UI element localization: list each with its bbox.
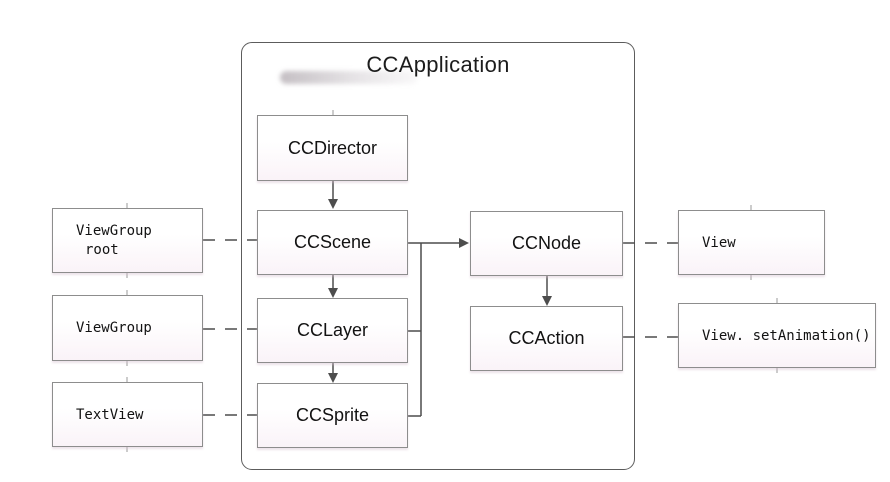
node-ccnode: CCNode xyxy=(470,211,623,276)
node-viewgroup: ViewGroup xyxy=(52,295,203,361)
scan-smudge-artifact xyxy=(280,71,418,84)
node-viewgroup-root: ViewGroup root xyxy=(52,208,203,273)
node-view-setanimation: View. setAnimation() xyxy=(678,303,876,368)
viewgroup-root-line1: ViewGroup xyxy=(76,222,152,239)
node-ccdirector: CCDirector xyxy=(257,115,408,181)
node-cclayer: CCLayer xyxy=(257,298,408,363)
node-ccnode-label: CCNode xyxy=(511,233,582,253)
node-view: View xyxy=(678,210,825,275)
node-cclayer-label: CCLayer xyxy=(296,320,369,340)
ccapplication-container xyxy=(241,42,635,470)
node-ccsprite-label: CCSprite xyxy=(295,405,370,425)
node-view-setanimation-label: View. setAnimation() xyxy=(702,327,871,344)
node-ccdirector-label: CCDirector xyxy=(287,137,377,158)
viewgroup-root-line2: root xyxy=(85,241,119,258)
node-textview: TextView xyxy=(52,382,203,447)
node-viewgroup-root-label: ViewGroup root xyxy=(76,222,152,260)
node-ccaction: CCAction xyxy=(470,306,623,371)
node-view-label: View xyxy=(702,234,736,251)
node-textview-label: TextView xyxy=(76,406,144,423)
node-viewgroup-label: ViewGroup xyxy=(76,320,152,336)
ccapplication-title: CCApplication xyxy=(366,52,510,77)
node-ccsprite: CCSprite xyxy=(257,383,408,448)
node-ccaction-label: CCAction xyxy=(508,328,585,348)
node-ccscene-label: CCScene xyxy=(293,232,372,252)
node-ccscene: CCScene xyxy=(257,210,408,275)
